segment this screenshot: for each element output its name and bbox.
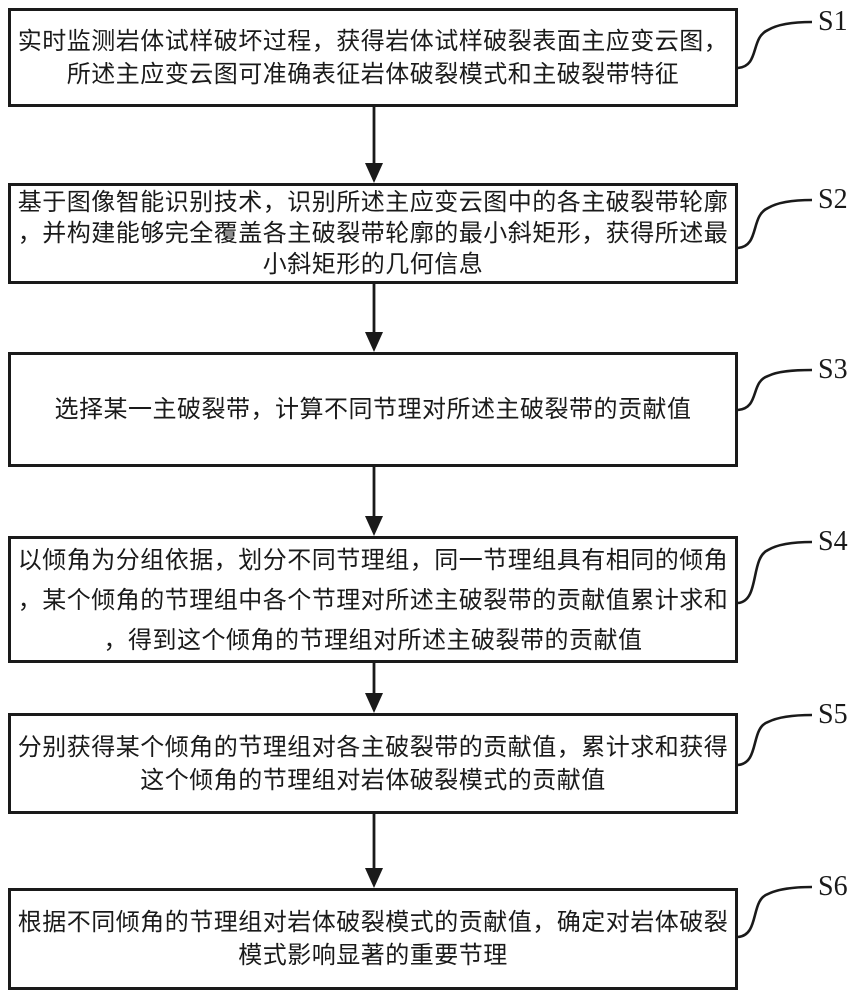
step-box-s4: 以倾角为分组依据，划分不同节理组，同一节理组具有相同的倾角 ，某个倾角的节理组中… — [8, 536, 738, 663]
step-text-line: 所述主应变云图可准确表征岩体破裂模式和主破裂带特征 — [66, 59, 680, 88]
step-label-s6: S6 — [818, 871, 848, 902]
step-text-line: 基于图像智能识别技术，识别所述主应变云图中的各主破裂带轮廓 — [17, 188, 729, 216]
step-text-line: 分别获得某个倾角的节理组对各主破裂带的贡献值，累计求和获得 — [17, 732, 729, 761]
step-text-line: 以倾角为分组依据，划分不同节理组，同一节理组具有相同的倾角 — [17, 545, 729, 574]
step-text-line: 模式影响显著的重要节理 — [238, 941, 508, 969]
flow-arrow-1 — [365, 107, 383, 183]
step-label-s4: S4 — [818, 526, 848, 557]
step-label-s3: S3 — [818, 354, 848, 385]
step-label-s2: S2 — [818, 184, 848, 215]
step-text-line: 实时监测岩体试样破坏过程，获得岩体试样破裂表面主应变云图， — [17, 26, 729, 55]
step-text-line: 选择某一主破裂带，计算不同节理对所述主破裂带的贡献值 — [54, 395, 692, 423]
leader-line-s6 — [737, 885, 813, 939]
flow-arrow-5 — [365, 814, 383, 888]
step-text-line: ，得到这个倾角的节理组对所述主破裂带的贡献值 — [103, 625, 643, 654]
step-label-s5: S5 — [818, 699, 848, 730]
step-box-s6: 根据不同倾角的节理组对岩体破裂模式的贡献值，确定对岩体破裂 模式影响显著的重要节… — [8, 888, 738, 990]
step-box-s3: 选择某一主破裂带，计算不同节理对所述主破裂带的贡献值 — [8, 352, 738, 467]
step-box-s1: 实时监测岩体试样破坏过程，获得岩体试样破裂表面主应变云图， 所述主应变云图可准确… — [8, 8, 738, 107]
flow-arrow-4 — [365, 663, 383, 713]
step-box-s5: 分别获得某个倾角的节理组对各主破裂带的贡献值，累计求和获得 这个倾角的节理组对岩… — [8, 713, 738, 814]
step-box-s2: 基于图像智能识别技术，识别所述主应变云图中的各主破裂带轮廓 ，并构建能够完全覆盖… — [8, 183, 738, 284]
flow-arrow-2 — [365, 284, 383, 352]
step-text-line: ，并构建能够完全覆盖各主破裂带轮廓的最小斜矩形，获得所述最 — [17, 219, 729, 247]
step-text-line: 小斜矩形的几何信息 — [262, 250, 484, 278]
flow-arrow-3 — [365, 467, 383, 536]
step-text-line: 根据不同倾角的节理组对岩体破裂模式的贡献值，确定对岩体破裂 — [17, 908, 729, 936]
leader-line-s4 — [737, 540, 813, 605]
leader-line-s3 — [737, 368, 813, 412]
leader-line-s5 — [737, 713, 813, 767]
step-label-s1: S1 — [818, 6, 848, 37]
step-text-line: ，某个倾角的节理组中各个节理对所述主破裂带的贡献值累计求和 — [17, 585, 729, 614]
leader-line-s1 — [737, 20, 813, 70]
step-text-line: 这个倾角的节理组对岩体破裂模式的贡献值 — [140, 765, 606, 794]
leader-line-s2 — [737, 198, 813, 250]
